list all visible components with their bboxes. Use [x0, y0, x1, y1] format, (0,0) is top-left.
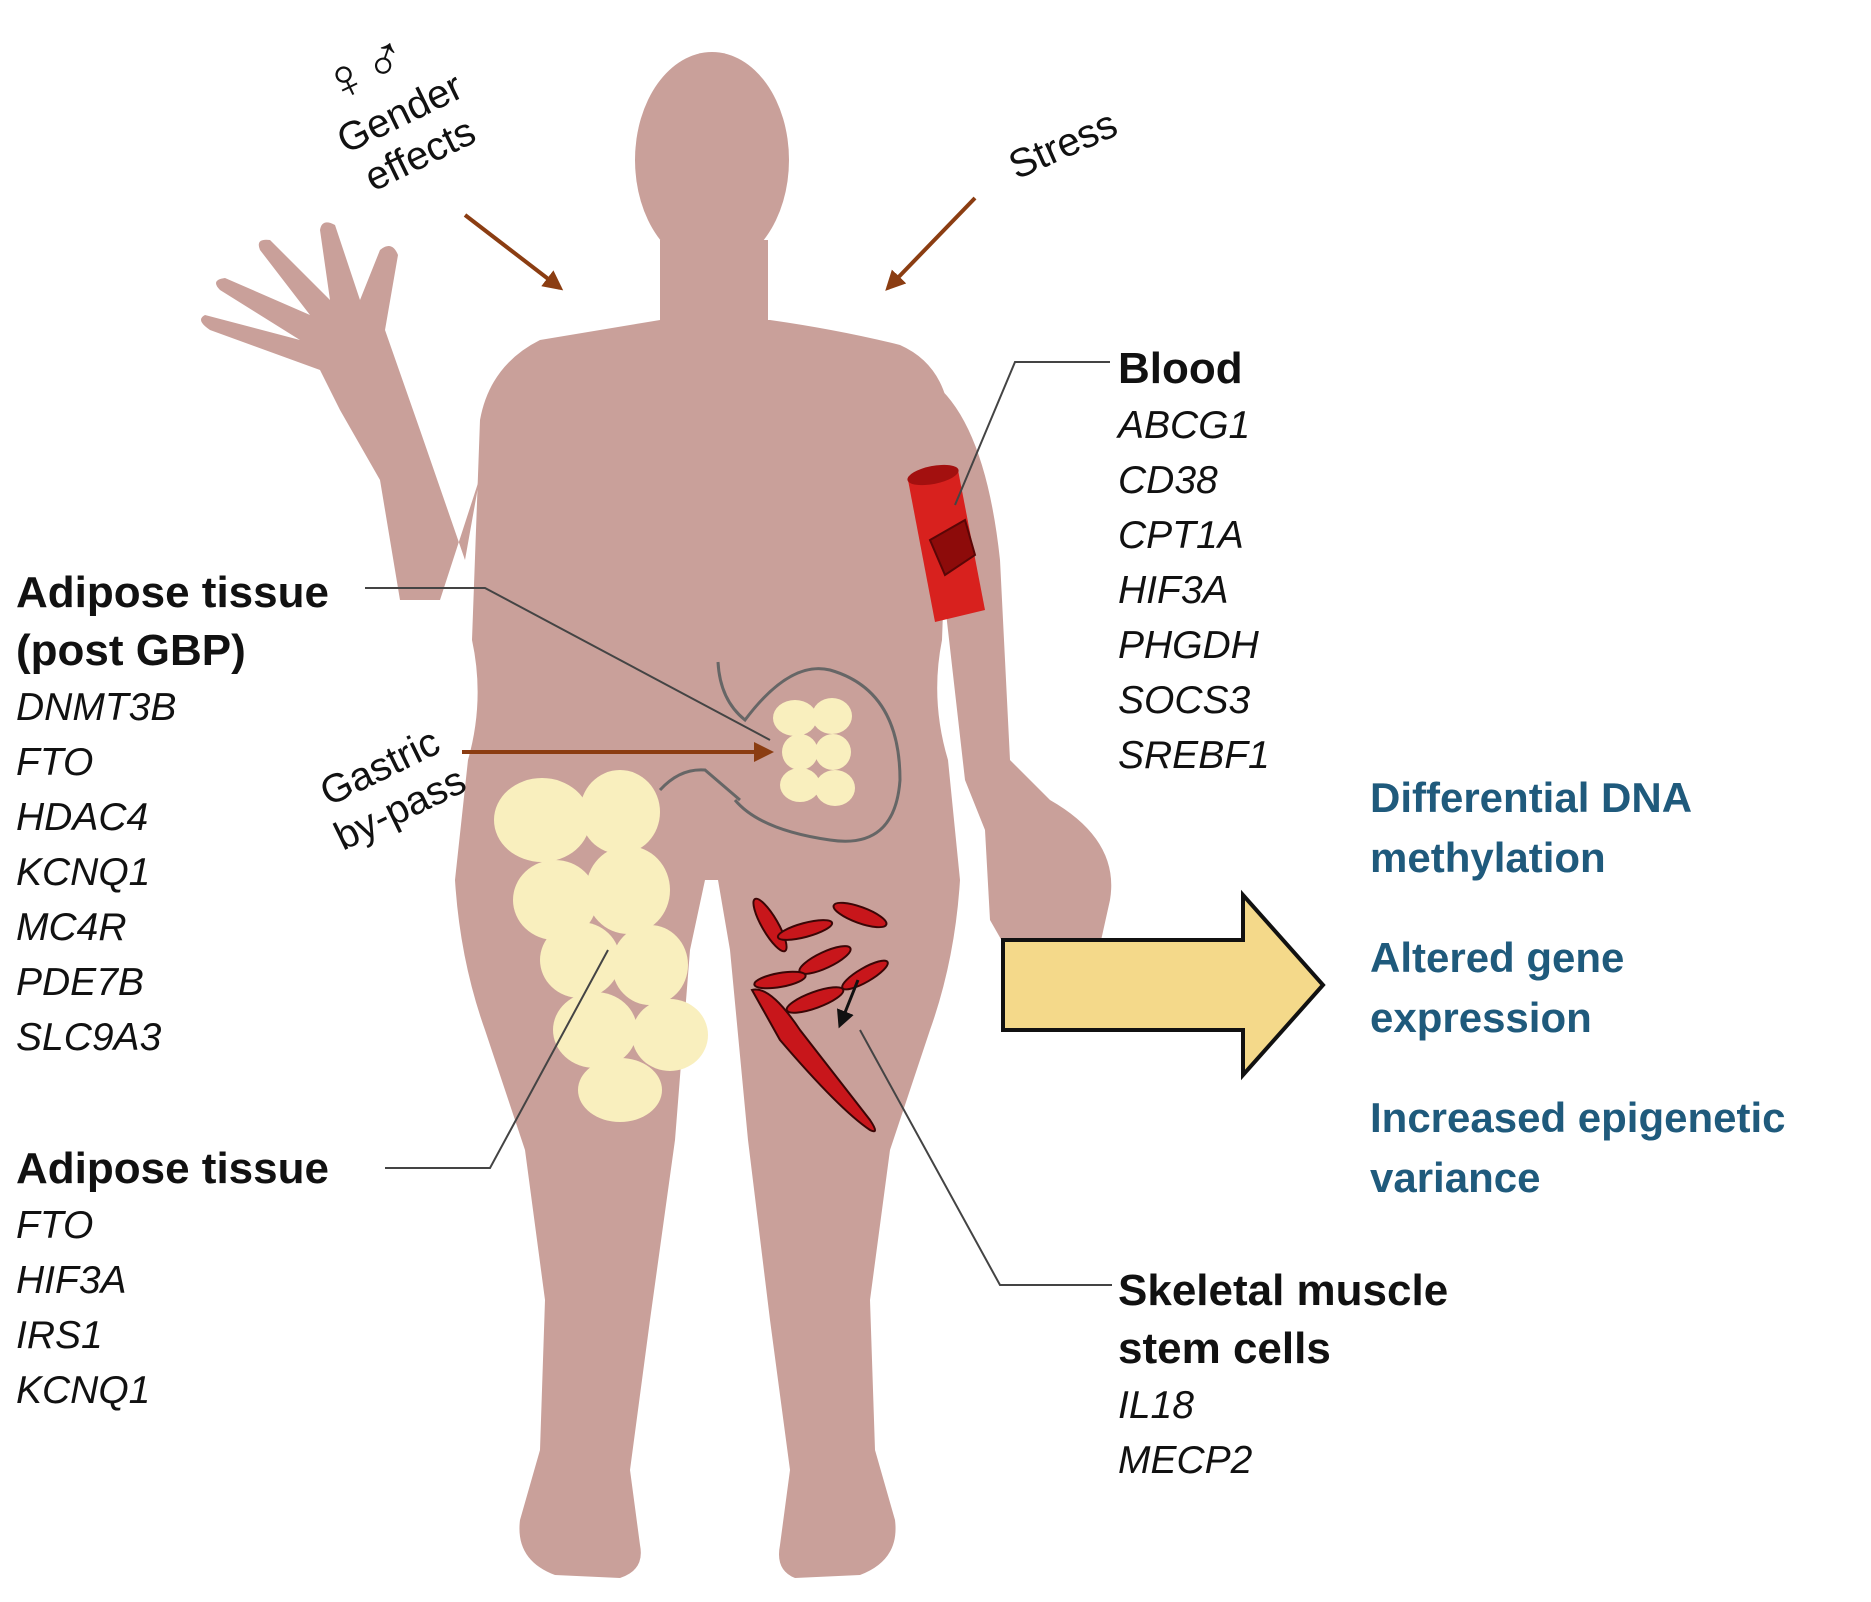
- fat-cell: [580, 770, 660, 854]
- body-head: [635, 52, 789, 268]
- fat-cell: [586, 846, 670, 934]
- blood-leader-line: [954, 361, 1110, 506]
- outcome-2-line-1: Altered gene: [1370, 934, 1625, 981]
- outcome-1: Differential DNA methylation: [1370, 768, 1692, 888]
- gene-item: PHGDH: [1118, 624, 1259, 667]
- gene-item: PDE7B: [16, 961, 144, 1004]
- outcome-1-line-1: Differential DNA: [1370, 774, 1693, 821]
- gene-item: HIF3A: [1118, 569, 1229, 612]
- body-torso-legs: [455, 320, 960, 1578]
- fat-cell: [612, 925, 688, 1005]
- gene-item: HDAC4: [16, 796, 149, 839]
- blood-title: Blood: [1118, 344, 1243, 393]
- blood-vessel: [907, 464, 985, 622]
- adipose-section: Adipose tissue FTO HIF3A IRS1 KCNQ1: [16, 1140, 329, 1418]
- stomach-fat-cell: [782, 734, 818, 770]
- human-body-figure: [201, 52, 1112, 1578]
- gene-item: ABCG1: [1118, 404, 1251, 447]
- gene-item: CPT1A: [1118, 514, 1244, 557]
- muscle-title-2: stem cells: [1118, 1324, 1331, 1373]
- fat-cell: [494, 778, 590, 862]
- outcome-arrow: [1001, 889, 1326, 1081]
- fat-cell: [540, 922, 620, 998]
- adipose-post-gbp-title-1: Adipose tissue: [16, 568, 329, 617]
- gene-item: SREBF1: [1118, 734, 1270, 777]
- adipose-post-gbp-title-2: (post GBP): [16, 626, 246, 675]
- stomach-fat-cell: [815, 770, 855, 806]
- gene-item: FTO: [16, 1204, 94, 1247]
- gene-item: IRS1: [16, 1314, 103, 1357]
- muscle-cell: [776, 919, 834, 941]
- stomach: [658, 661, 902, 843]
- muscle-title-1: Skeletal muscle: [1118, 1266, 1449, 1315]
- outcome-2-line-2: expression: [1370, 994, 1592, 1041]
- stomach-outline: [658, 661, 902, 843]
- outcome-1-line-2: methylation: [1370, 834, 1606, 881]
- adipose-post-gbp-section: Adipose tissue (post GBP) DNMT3B FTO HDA…: [16, 564, 329, 1065]
- muscle-gene-list: IL18 MECP2: [1118, 1378, 1448, 1488]
- vessel-end: [907, 464, 959, 486]
- adipose-post-gbp-leader-line: [365, 587, 771, 741]
- muscle-fibre-elongated: [750, 988, 876, 1133]
- blood-section: Blood ABCG1 CD38 CPT1A HIF3A PHGDH SOCS3…: [1118, 340, 1270, 783]
- fat-cell: [513, 860, 597, 940]
- gene-item: SLC9A3: [16, 1016, 162, 1059]
- fat-cell: [578, 1058, 662, 1122]
- muscle-section: Skeletal muscle stem cells IL18 MECP2: [1118, 1262, 1448, 1488]
- adipose-post-gbp-gene-list: DNMT3B FTO HDAC4 KCNQ1 MC4R PDE7B SLC9A3: [16, 680, 329, 1065]
- body-raised-arm: [201, 222, 505, 600]
- adipose-title: Adipose tissue: [16, 1144, 329, 1193]
- gene-item: SOCS3: [1118, 679, 1251, 722]
- stress-arrow: [885, 196, 977, 291]
- stomach-fat-cell: [812, 698, 852, 734]
- muscle-fibres: [750, 897, 889, 1133]
- gene-item: DNMT3B: [16, 686, 177, 729]
- muscle-leader-line: [859, 1029, 1112, 1286]
- adipose-leader-line: [385, 949, 609, 1169]
- stomach-fat-cell: [780, 768, 820, 802]
- adipose-gene-list: FTO HIF3A IRS1 KCNQ1: [16, 1198, 329, 1418]
- fat-cell: [632, 999, 708, 1071]
- outcome-2: Altered gene expression: [1370, 928, 1624, 1048]
- gene-item: MC4R: [16, 906, 127, 949]
- muscle-cell: [841, 959, 889, 991]
- muscle-cell: [832, 901, 888, 929]
- outcome-3-line-2: variance: [1370, 1154, 1541, 1201]
- outcome-3-line-1: Increased epigenetic: [1370, 1094, 1786, 1141]
- stomach-fat-cell: [773, 700, 817, 736]
- gene-item: KCNQ1: [16, 851, 151, 894]
- gene-item: FTO: [16, 741, 94, 784]
- muscle-cell: [753, 970, 807, 990]
- muscle-differentiation-arrow: [836, 979, 860, 1029]
- vessel-cell: [928, 518, 977, 577]
- outcome-3: Increased epigenetic variance: [1370, 1088, 1786, 1208]
- gene-item: HIF3A: [16, 1259, 127, 1302]
- blood-gene-list: ABCG1 CD38 CPT1A HIF3A PHGDH SOCS3 SREBF…: [1118, 398, 1270, 783]
- gene-item: CD38: [1118, 459, 1218, 502]
- stomach-fat-cell: [815, 734, 851, 770]
- thigh-adipose-cells: [494, 770, 708, 1122]
- gene-item: KCNQ1: [16, 1369, 151, 1412]
- gene-item: MECP2: [1118, 1439, 1253, 1482]
- gender-arrow: [463, 213, 564, 291]
- gene-item: IL18: [1118, 1384, 1194, 1427]
- body-hanging-arm: [930, 380, 1112, 995]
